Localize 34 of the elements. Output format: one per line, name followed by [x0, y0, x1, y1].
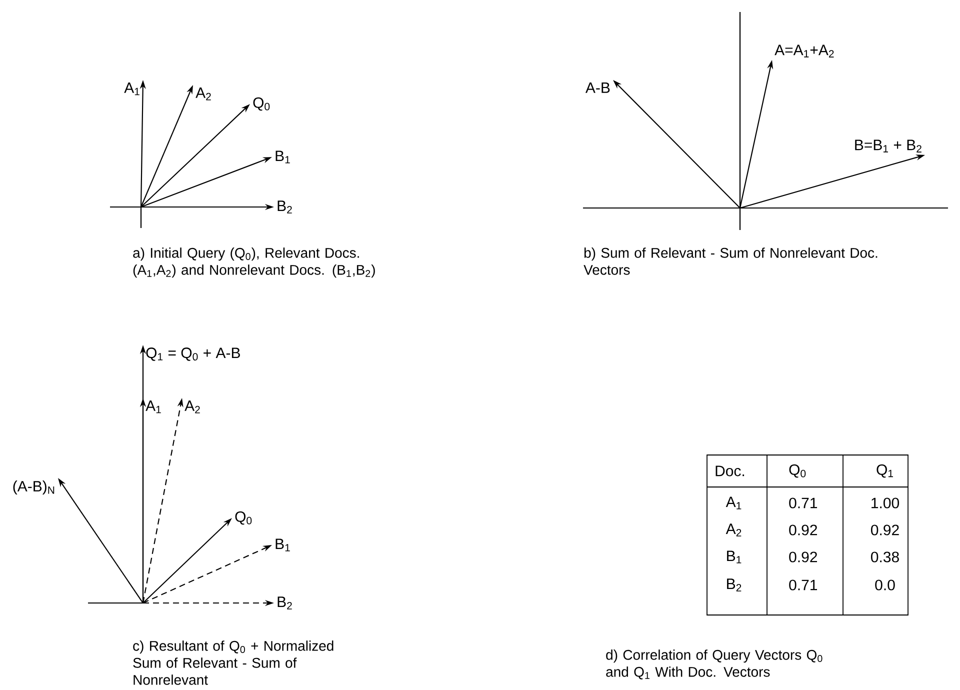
table-cell: 0.92 — [789, 552, 817, 562]
table-cell: 0.92 — [789, 524, 817, 536]
table-cell: Q$_{1}$ — [876, 464, 893, 478]
table-cell: B$_{2}$ — [727, 578, 742, 592]
table-cell: 1.00 — [872, 498, 900, 508]
table-cell: A$_{1}$ — [726, 496, 742, 510]
table-cell: Doc. — [716, 466, 744, 476]
vector-label: Q$_{0}$ — [235, 511, 252, 525]
vector-label: B$_{1}$ — [276, 150, 290, 164]
vector-label: Q$_{1}$ = Q$_{0}$ + A-B — [146, 348, 240, 361]
vector-label: B=B$_{1}$ + B$_{2}$ — [855, 140, 922, 152]
table-cell: Q$_{0}$ — [789, 464, 806, 478]
vector-label: (A-B)$_{N}$ — [13, 480, 54, 495]
vector-label: B$_{2}$ — [278, 200, 292, 214]
vector-label: A-B — [585, 82, 610, 93]
vector-label: A$_{2}$ — [184, 400, 200, 414]
caption: b) Sum of Relevant - Sum of Nonrelevant Doc. Vectors — [584, 248, 878, 275]
caption: d) Correlation of Query Vectors Q$_{0}$ and Q$_{1}$ With Doc. Vectors — [606, 650, 822, 680]
caption: c) Resultant of Q$_{0}$ + Normalized Sum of Relevant - Sum of Nonrelevant — [133, 640, 334, 685]
table-cell: 0.71 — [789, 580, 818, 590]
table-cell: 0.92 — [871, 524, 899, 536]
vector-label: B$_{2}$ — [278, 596, 292, 610]
vector-label: B$_{1}$ — [276, 538, 290, 552]
vector-label: Q$_{0}$ — [253, 97, 270, 111]
table-cell: B$_{1}$ — [727, 550, 742, 564]
table-cell: 0.0 — [875, 580, 895, 590]
table-cell: A$_{2}$ — [726, 524, 742, 536]
vector-label: A$_{2}$ — [196, 88, 211, 100]
table-cell: 0.71 — [789, 498, 818, 508]
vector-label: A$_{1}$ — [124, 82, 140, 96]
table-cell: 0.38 — [871, 552, 899, 562]
vector-label: A=A$_{1}$+A$_{2}$ — [774, 44, 834, 58]
vector-label: A$_{1}$ — [146, 400, 161, 414]
caption: a) Initial Query (Q$_{0}$), Relevant Docs. (A$_{1}$,A$_{2}$) and Nonrelevant Docs. (B$_{1}$,B$_{2}$) — [133, 248, 375, 278]
